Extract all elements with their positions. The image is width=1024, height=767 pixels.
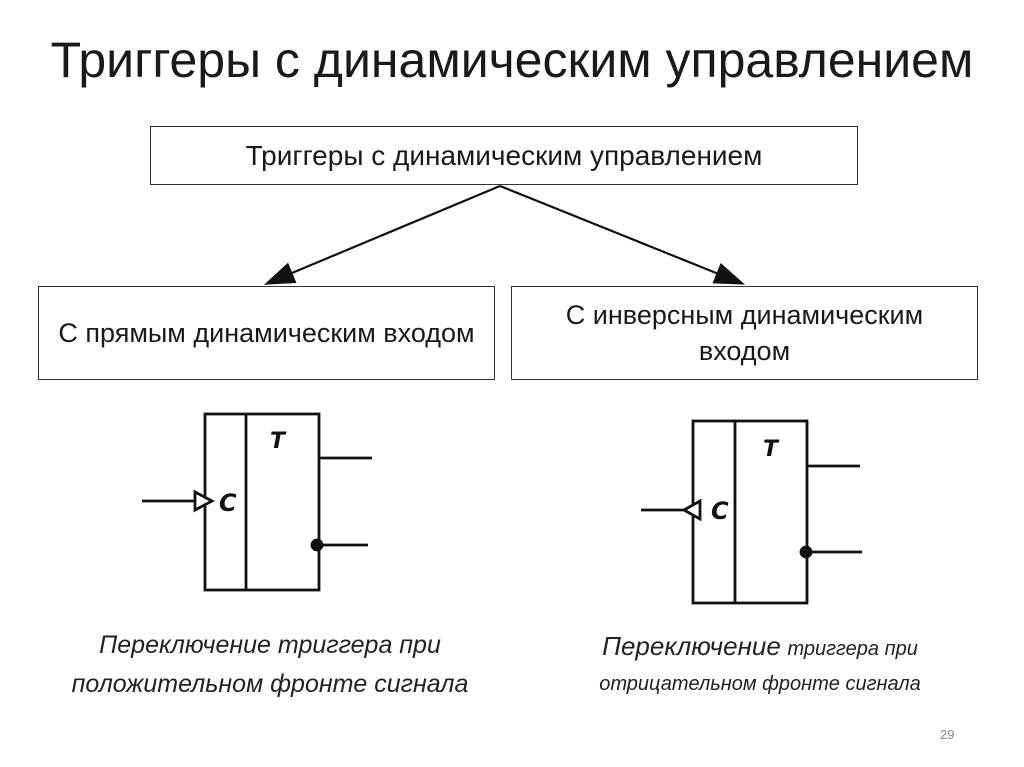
page-title: Триггеры с динамическим управлением <box>50 32 974 88</box>
caption-inverse-part1: Переключение <box>602 631 781 661</box>
caption-inverse-part3: отрицательном фронте сигнала <box>599 673 921 695</box>
branch-direct-dynamic: С прямым динамическим входом <box>38 286 495 380</box>
trigger-inverse-input-letter: C <box>711 497 729 525</box>
caption-inverse: Переключение триггера при отрицательном … <box>530 630 990 701</box>
trigger-symbol-direct <box>142 412 372 592</box>
branch-inverse-label: С инверсным динамическим входом <box>565 300 924 366</box>
caption-direct: Переключение триггера при положительном … <box>71 631 469 698</box>
branch-direct-label: С прямым динамическим входом <box>58 318 475 348</box>
caption-inverse-part2: триггера при <box>787 638 918 660</box>
arrow-to-inverse <box>499 184 746 285</box>
root-node-label: Триггеры с динамическим управлением <box>245 139 763 171</box>
page-number: 29 <box>940 727 955 742</box>
root-node: Триггеры с динамическим управлением <box>150 126 858 185</box>
trigger-direct-input-letter: C <box>219 489 237 517</box>
trigger-inverse-type-letter: T <box>763 437 780 462</box>
trigger-direct-type-letter: T <box>270 429 287 454</box>
trigger-symbol-inverse <box>641 419 862 605</box>
arrow-to-direct <box>263 184 501 285</box>
branch-inverse-dynamic: С инверсным динамическим входом <box>511 286 978 380</box>
